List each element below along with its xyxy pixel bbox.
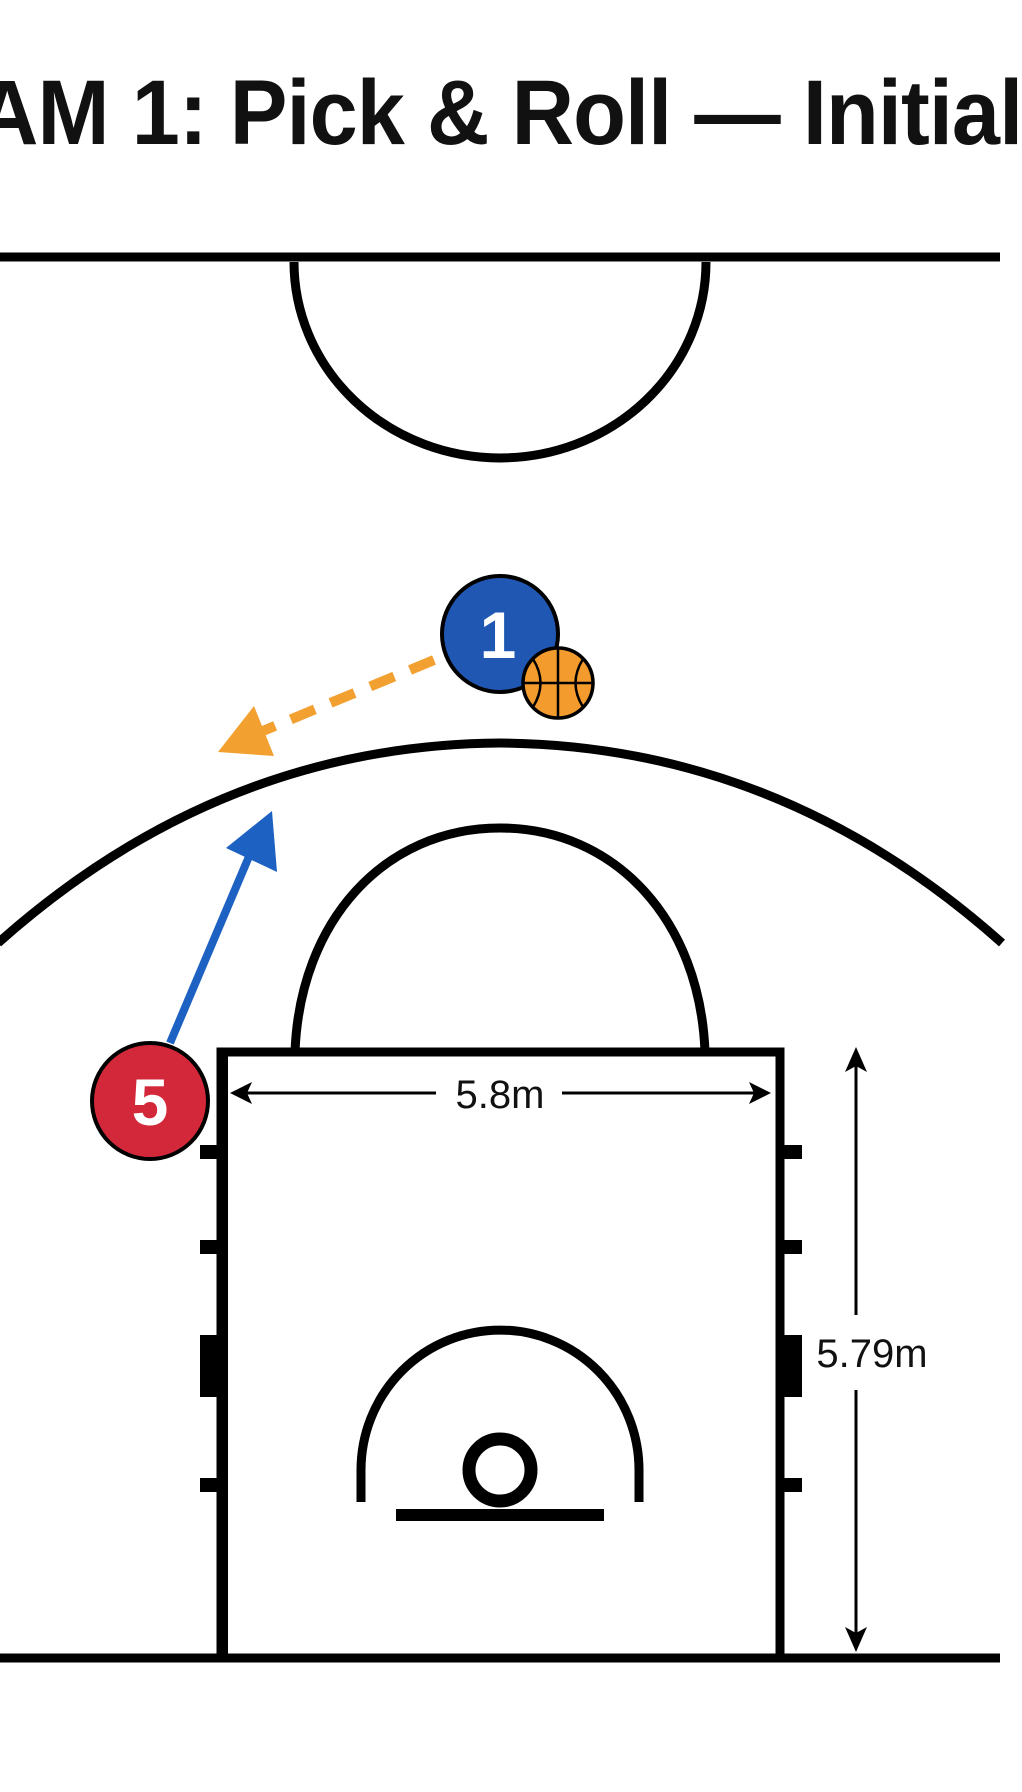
- paint-lane: [216, 1047, 785, 1657]
- diagram-title: AM 1: Pick & Roll — Initial: [0, 58, 1022, 168]
- player-1-number: 1: [480, 598, 517, 672]
- center-circle: [289, 261, 711, 463]
- length-dimension-label: 5.79m: [816, 1332, 927, 1376]
- width-dimension-label: 5.8m: [456, 1073, 545, 1117]
- pass-arrow: [218, 655, 436, 756]
- three-point-arc: [0, 738, 1005, 947]
- length-dimension: 5.79m: [816, 1047, 928, 1652]
- lane-hash-marks-left: [200, 1145, 220, 1492]
- basket-rim: [462, 1432, 538, 1508]
- lane-hash-marks-right: [782, 1145, 802, 1492]
- player-5-marker[interactable]: 5: [90, 1041, 210, 1161]
- screen-move-arrow: [166, 811, 277, 1045]
- free-throw-circle: [290, 823, 710, 1053]
- diagram-title-text: AM 1: Pick & Roll — Initial: [0, 62, 1022, 164]
- width-dimension: 5.8m: [230, 1073, 771, 1117]
- restricted-area-arc: [356, 1325, 644, 1502]
- court-diagram: 5.8m 5.79m 1 5: [0, 252, 1005, 1663]
- player-5-number: 5: [132, 1065, 169, 1139]
- basketball-icon: [521, 646, 595, 720]
